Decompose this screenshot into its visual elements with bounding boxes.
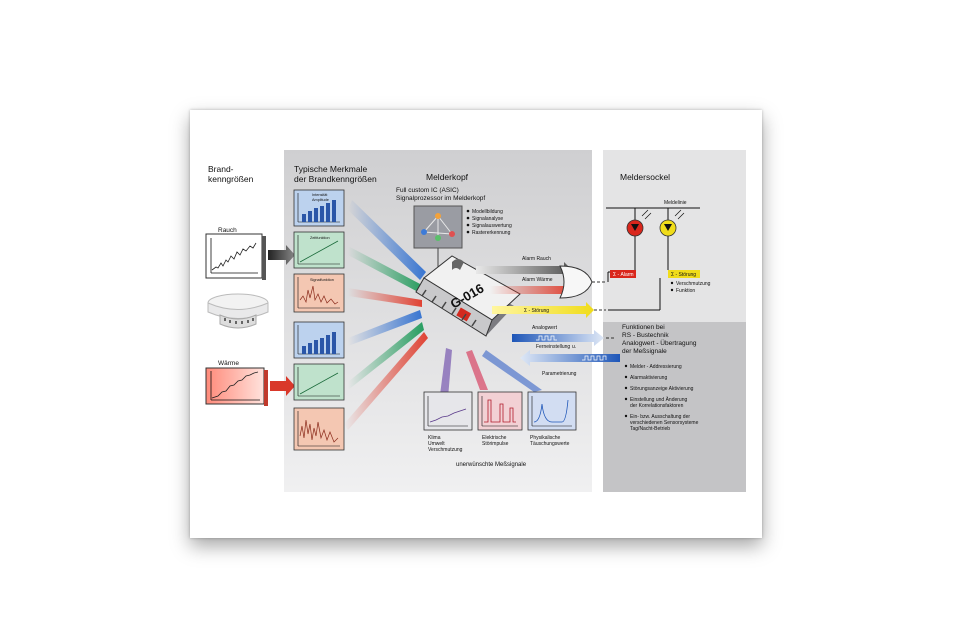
time-function-chart-smoke: Zeitfunktion	[293, 231, 345, 269]
function-item-5a: Ein- bzw. Ausschaltung der	[630, 414, 690, 420]
smoke-arrow	[268, 245, 295, 265]
function-item-4b: der Korrelationsfaktoren	[630, 403, 684, 409]
col3-title: Melderkopf	[426, 172, 469, 182]
amplitude-chart-smoke: Intensität Amplitude	[293, 189, 345, 227]
signal-function-chart-smoke: Signalfunktion	[293, 273, 345, 313]
functions-title-line3: Analogwert - Übertragung	[622, 339, 697, 347]
time-function-label: Zeitfunktion	[310, 236, 330, 240]
col1-title-line1: Brand-	[208, 164, 234, 174]
alarm-heat-label: Alarm Wärme	[522, 277, 553, 283]
heat-arrow	[270, 376, 295, 396]
signal-line-label: Meldelinie	[664, 200, 687, 206]
alarm-smoke-label: Alarm Rauch	[522, 256, 551, 262]
asic-feature-2: Signalanalyse	[472, 216, 503, 222]
functions-title-line1: Funktionen bei	[622, 324, 665, 331]
amplitude-chart-heat	[293, 321, 345, 359]
alarm-badge-label: Σ - Alarm	[613, 272, 634, 278]
col4-title: Meldersockel	[620, 172, 670, 182]
function-item-3: Störungsanzeige Aktivierung	[630, 386, 694, 392]
functions-list: Melder - Addressierung Alarmaktivierung …	[624, 364, 699, 432]
function-item-1: Melder - Addressierung	[630, 364, 682, 370]
unwanted-1-line1: Klima	[428, 435, 441, 441]
asic-feature-list: Modellbildung Signalanalyse Signalauswer…	[466, 209, 512, 236]
alarm-smoke-arrow	[476, 262, 572, 278]
unwanted-title: unerwünschte Meßsignale	[456, 462, 527, 468]
col1-title-line2: kenngrößen	[208, 174, 254, 184]
unwanted-1-line2: Umwelt	[428, 441, 445, 447]
asic-feature-4: Rastererkennung	[472, 230, 511, 236]
unwanted-chart-climate	[423, 391, 473, 431]
asic-title-line1: Full custom IC (ASIC)	[396, 187, 459, 194]
col2-title-line2: der Brandkenngrößen	[294, 174, 377, 184]
amplitude-label-line1: Intensität	[312, 193, 328, 197]
unwanted-1-line3: Verschmutzung	[428, 447, 463, 453]
panel-functions	[603, 322, 746, 492]
heat-input-chart	[205, 367, 268, 406]
poster-frame: Brand- kenngrößen Typische Merkmale der …	[190, 110, 762, 538]
alarm-badge	[610, 270, 636, 278]
or-gate	[559, 265, 593, 299]
unwanted-3-line1: Physikalische	[530, 435, 561, 441]
signal-rays	[344, 200, 542, 430]
smoke-input-chart	[205, 233, 266, 280]
functions-title-line4: der Meßsignale	[622, 348, 667, 355]
unwanted-2-line2: Störimpulse	[482, 441, 509, 447]
unwanted-3-line2: Täuschungswerte	[530, 441, 570, 447]
remote-sub-label: u.	[572, 344, 576, 350]
unwanted-2-line1: Elektrische	[482, 435, 507, 441]
fault-badge	[668, 270, 700, 278]
analog-label: Analogwert	[532, 325, 558, 331]
fault-arrow	[492, 302, 594, 318]
alarm-heat-arrow	[490, 282, 572, 298]
fault-item-2: Funktion	[676, 288, 695, 294]
chip: G-016	[415, 255, 521, 337]
asic-model-icon	[413, 205, 463, 249]
function-item-4a: Einstellung und Änderung	[630, 396, 687, 403]
asic-feature-1: Modellbildung	[472, 209, 503, 215]
function-item-5c: Tag/Nacht-Betrieb	[630, 426, 670, 432]
panel-socket	[603, 150, 746, 322]
remote-label: Ferneinstellung	[536, 344, 570, 350]
time-function-chart-heat	[293, 363, 345, 401]
signal-function-chart-heat	[293, 407, 345, 451]
function-item-5b: verschiedenen Sensorsysteme	[630, 420, 699, 426]
unwanted-chart-electrical	[477, 391, 523, 431]
col2-title-line1: Typische Merkmale	[294, 164, 367, 174]
fault-item-1: Verschmutzung	[676, 281, 711, 287]
asic-feature-3: Signalauswertung	[472, 223, 512, 229]
analog-arrow	[512, 330, 604, 346]
fault-badge-label: Σ - Störung	[671, 272, 696, 278]
unwanted-chart-physical	[527, 391, 577, 431]
params-label: Parametrierung	[542, 371, 577, 377]
diagram-canvas: Brand- kenngrößen Typische Merkmale der …	[205, 148, 746, 494]
heat-label: Wärme	[218, 360, 239, 367]
function-item-2: Alarmaktivierung	[630, 375, 667, 381]
amplitude-label-line2: Amplitude	[312, 198, 329, 202]
smoke-detector-device	[207, 293, 269, 329]
signal-function-label: Signalfunktion	[310, 278, 334, 282]
fault-label: Σ - Störung	[524, 308, 549, 314]
smoke-label: Rauch	[218, 227, 237, 234]
remote-arrow	[520, 350, 620, 366]
functions-title-line2: RS - Bustechnik	[622, 332, 669, 339]
asic-title-line2: Signalprozessor im Melderkopf	[396, 195, 485, 202]
